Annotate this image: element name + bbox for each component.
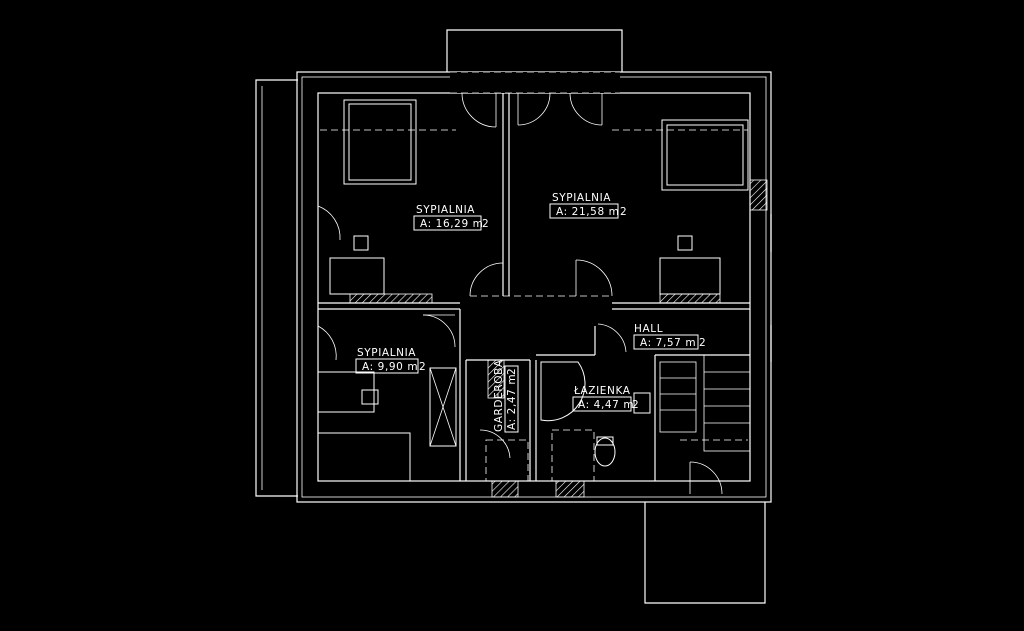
- outer-walls: [296, 71, 772, 503]
- stairs: [659, 354, 751, 452]
- room-name: SYPIALNIA: [552, 192, 611, 204]
- left-terrace: [255, 79, 298, 497]
- room-label-hall: HALL A: 7,57 m 2: [633, 323, 706, 350]
- interior-walls: [318, 93, 750, 481]
- hatched-walls: [349, 179, 768, 498]
- room-area: A: 16,29 m: [420, 218, 484, 230]
- dashed-lines: [320, 129, 748, 482]
- room-label-bedroom-2: SYPIALNIA A: 21,58 m 2: [549, 192, 627, 219]
- room-label-bedroom-1: SYPIALNIA A: 16,29 m 2: [413, 204, 489, 231]
- area-superscript: 2: [482, 218, 489, 230]
- room-area: A: 4,47 m: [578, 399, 634, 411]
- area-superscript: 2: [620, 206, 627, 218]
- area-superscript: 2: [632, 399, 639, 411]
- room-area: A: 7,57 m: [640, 337, 696, 349]
- top-balcony: [446, 29, 623, 72]
- room-name: ŁAZIENKA: [573, 385, 631, 397]
- room-name: SYPIALNIA: [416, 204, 475, 216]
- area-superscript: 2: [419, 361, 426, 373]
- room-name: HALL: [634, 323, 663, 335]
- room-label-bathroom: ŁAZIENKA A: 4,47 m 2: [572, 385, 639, 412]
- room-area: A: 21,58 m: [556, 206, 620, 218]
- area-superscript: 2: [506, 368, 518, 375]
- room-area: A: 2,47 m: [506, 374, 518, 430]
- area-superscript: 2: [699, 337, 706, 349]
- doors: [317, 92, 723, 495]
- furniture: [317, 99, 749, 482]
- bottom-balcony: [644, 502, 766, 604]
- room-label-bedroom-3: SYPIALNIA A: 9,90 m 2: [355, 347, 426, 374]
- room-label-wardrobe: GARDEROBA A: 2,47 m 2: [493, 359, 519, 433]
- room-name: SYPIALNIA: [357, 347, 416, 359]
- room-name: GARDEROBA: [493, 359, 505, 432]
- room-area: A: 9,90 m: [362, 361, 418, 373]
